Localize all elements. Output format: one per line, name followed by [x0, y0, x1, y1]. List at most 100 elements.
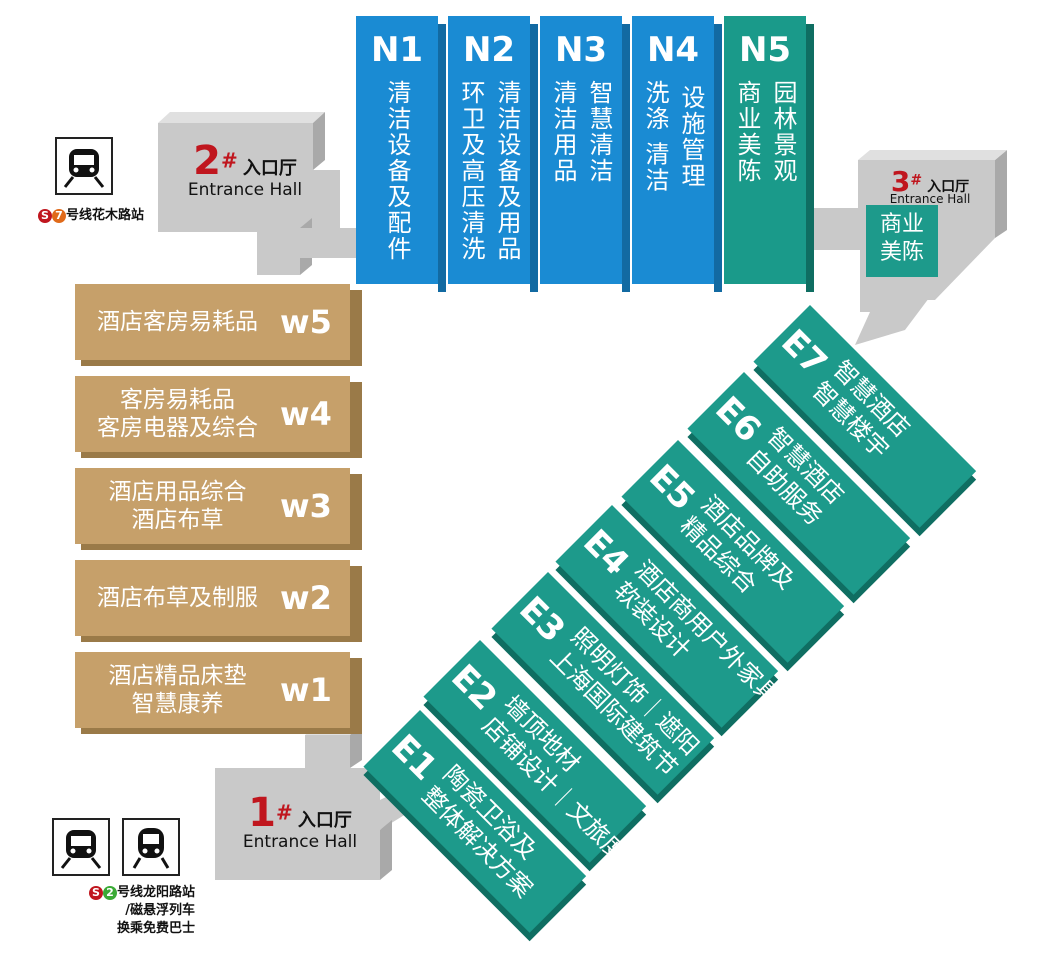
- train-icon: [63, 149, 105, 188]
- hall-bottom-shade: [81, 636, 362, 642]
- hall-code: E7: [773, 321, 835, 384]
- entrance-3[interactable]: 3# 入口厅 Entrance Hall: [866, 165, 994, 206]
- hall-bottom-shade: [81, 728, 362, 734]
- hall-side-shade: [350, 382, 362, 458]
- hall-code: w4: [280, 395, 332, 433]
- line2-badge: 2: [102, 885, 117, 900]
- line7-station: 号线花木路站: [66, 208, 145, 223]
- entrance-3-label-en: Entrance Hall: [889, 192, 971, 206]
- hall-category: 酒店布草及制服: [97, 585, 258, 611]
- hall-categories: 酒店布草及制服: [75, 584, 280, 612]
- metro-train-icon: [55, 137, 113, 195]
- hall-side-shade: [350, 474, 362, 550]
- metro-train-icon-2a: [52, 818, 110, 876]
- hall-code: E5: [641, 456, 703, 519]
- hall-categories: 酒店用品综合酒店布草: [75, 478, 280, 534]
- hall-code: E3: [511, 588, 573, 651]
- hall-category: 客房易耗品: [120, 387, 235, 413]
- hall-side-shade: [350, 658, 362, 734]
- hall-code: N2: [462, 30, 516, 70]
- hall-category: 清洁设备及配件: [383, 80, 411, 262]
- hall-side-shade: [350, 566, 362, 642]
- hall-side-shade: [530, 24, 538, 292]
- hall-category: 园林景观: [769, 80, 797, 184]
- metro-logo-icon: S: [88, 885, 103, 900]
- maglev-train-icon: [132, 828, 170, 869]
- hall-categories: 客房易耗品客房电器及综合: [75, 386, 280, 442]
- hall-code: w3: [280, 487, 332, 525]
- entrance-1-label-cn: 入口厅: [297, 810, 352, 831]
- entrance-2-number: 2: [193, 138, 221, 184]
- hall-code: w5: [280, 303, 332, 341]
- entrance-2-label-cn: 入口厅: [242, 158, 297, 179]
- entrance-3-label-cn: 入口厅: [927, 179, 970, 195]
- entrance-1-mark: #: [275, 800, 293, 825]
- hall-code: E6: [707, 388, 769, 451]
- hall-category: 客房电器及综合: [97, 415, 258, 441]
- hall-code: N1: [370, 30, 424, 70]
- entrance-2-label-en: Entrance Hall: [187, 180, 303, 200]
- hall-n3[interactable]: N3 清洁用品智慧清洁: [540, 16, 622, 284]
- entrance-3-mark: #: [910, 172, 923, 189]
- hall-category: 酒店布草: [131, 507, 224, 533]
- metro-train-icon-2b: [122, 818, 180, 876]
- hall-category: 酒店用品综合: [108, 479, 247, 505]
- metro-logo-icon: S: [38, 208, 52, 223]
- hall-categories: 洗涤 清洁设施管理: [632, 80, 714, 194]
- hall-category: 智慧康养: [131, 691, 224, 717]
- hall-side-shade: [438, 24, 446, 292]
- hall-category: 酒店精品床垫: [108, 663, 247, 689]
- hall-n2[interactable]: N2 环卫及高压清洗清洁设备及用品: [448, 16, 530, 284]
- hall-categories: 环卫及高压清洗清洁设备及用品: [448, 80, 530, 262]
- hall-side-shade: [350, 290, 362, 366]
- hall-categories: 商业美陈园林景观: [724, 80, 806, 184]
- entrance-2[interactable]: 2# 入口厅 Entrance Hall: [180, 138, 310, 208]
- line2-station: 号线龙阳路站: [116, 885, 195, 900]
- hall-code: N5: [738, 30, 792, 70]
- line2-maglev: /磁悬浮列车: [125, 903, 195, 918]
- hall-bottom-shade: [81, 452, 362, 458]
- hall-side-shade: [622, 24, 630, 292]
- hall-categories: 酒店客房易耗品: [75, 308, 280, 336]
- train-icon: [60, 830, 102, 869]
- hall-code: E2: [443, 656, 505, 719]
- hall-code: w2: [280, 579, 332, 617]
- entrance-3-commercial-hall[interactable]: 商业美陈: [866, 205, 938, 277]
- hall-category: 清洁用品: [549, 80, 577, 184]
- hall-categories: 清洁用品智慧清洁: [540, 80, 622, 184]
- hall-n5[interactable]: N5 商业美陈园林景观: [724, 16, 806, 284]
- hall-category: 酒店客房易耗品: [97, 309, 258, 335]
- hall-category: 智慧清洁: [585, 80, 613, 184]
- entrance-1-label-en: Entrance Hall: [242, 832, 358, 852]
- hall-code: E1: [383, 726, 445, 789]
- hall-n4[interactable]: N4 洗涤 清洁设施管理: [632, 16, 714, 284]
- hall-side-shade: [806, 24, 814, 292]
- hall-code: N4: [646, 30, 700, 70]
- hall-category: 环卫及高压清洗: [457, 80, 485, 262]
- hall-category: 设施管理: [677, 84, 705, 189]
- line2-bus: 换乘免费巴士: [116, 921, 195, 936]
- hall-side-shade: [714, 24, 722, 292]
- entrance-1-number: 1: [248, 790, 276, 836]
- hall-bottom-shade: [81, 544, 362, 550]
- hall-n1[interactable]: N1 清洁设备及配件: [356, 16, 438, 284]
- hall-w2[interactable]: 酒店布草及制服 w2: [75, 560, 350, 636]
- entrance-3-number: 3: [890, 165, 911, 198]
- entrance-1[interactable]: 1# 入口厅 Entrance Hall: [225, 790, 375, 852]
- entrance-3-commercial-label: 商业美陈: [879, 212, 924, 265]
- entrance-2-mark: #: [220, 148, 238, 173]
- line7-badge: 7: [52, 208, 66, 223]
- hall-code: w1: [280, 671, 332, 709]
- hall-code: N3: [554, 30, 608, 70]
- hall-code: E4: [575, 521, 637, 584]
- hall-categories: 酒店精品床垫智慧康养: [75, 662, 280, 718]
- hall-w5[interactable]: 酒店客房易耗品 w5: [75, 284, 350, 360]
- hall-categories: 清洁设备及配件: [356, 80, 438, 262]
- hall-bottom-shade: [81, 360, 362, 366]
